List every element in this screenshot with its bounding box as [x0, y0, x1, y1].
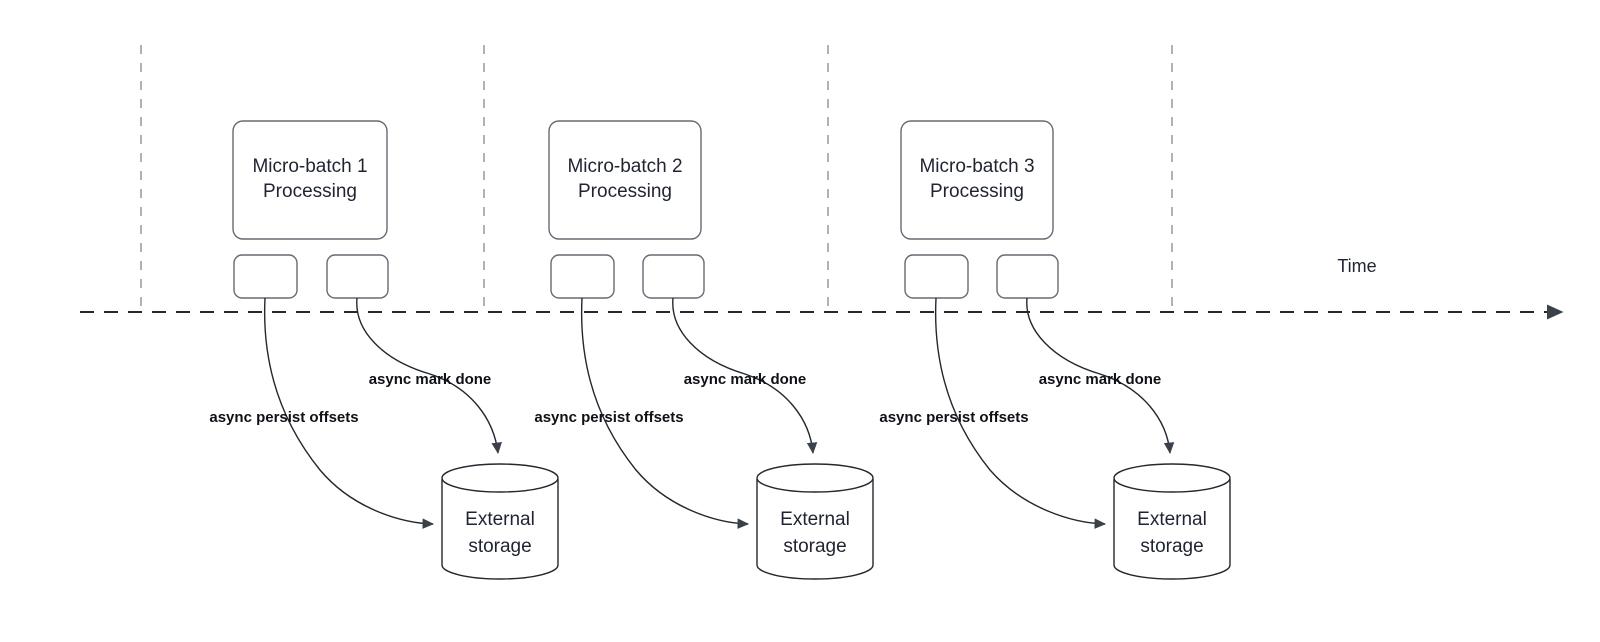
- async-mark-done-label-3: async mark done: [1039, 371, 1162, 388]
- markdone-task-box-3[interactable]: [996, 254, 1059, 299]
- process-box-rect[interactable]: [232, 120, 388, 240]
- storage-label-line1: External: [1137, 509, 1207, 530]
- async-persist-offsets-label-2: async persist offsets: [534, 409, 683, 426]
- storage-cylinder-top[interactable]: [441, 463, 559, 493]
- external-storage-1[interactable]: External storage: [441, 463, 559, 580]
- markdone-task-box-2[interactable]: [642, 254, 705, 299]
- async-mark-done-edge-1: [356, 297, 502, 455]
- timeline-axis-label: Time: [1337, 256, 1376, 276]
- persist-task-box-3[interactable]: [904, 254, 969, 299]
- async-persist-offsets-label-1: async persist offsets: [209, 409, 358, 426]
- storage-label-line2: storage: [468, 536, 531, 557]
- async-persist-offsets-label-3: async persist offsets: [879, 409, 1028, 426]
- markdone-task-box-1[interactable]: [326, 254, 389, 299]
- process-box-label-line2: Processing: [578, 181, 672, 202]
- micro-batch-3-process-box[interactable]: Micro-batch 3 Processing: [900, 120, 1054, 240]
- timeline-axis: Time: [80, 256, 1564, 320]
- process-box-rect[interactable]: [900, 120, 1054, 240]
- persist-task-box-1[interactable]: [233, 254, 298, 299]
- storage-label-line2: storage: [783, 536, 846, 557]
- external-storage-3[interactable]: External storage: [1113, 463, 1231, 580]
- process-box-label-line1: Micro-batch 3: [919, 156, 1034, 177]
- persist-task-box-2[interactable]: [550, 254, 615, 299]
- process-box-label-line2: Processing: [930, 181, 1024, 202]
- timeline-tick-lines: [140, 45, 1173, 312]
- group-1: Micro-batch 1 Processing External storag…: [209, 120, 559, 580]
- async-mark-done-edge-2: [672, 297, 818, 455]
- storage-cylinder-body[interactable]: [441, 479, 559, 580]
- process-box-label-line1: Micro-batch 1: [252, 156, 367, 177]
- storage-label-line2: storage: [1140, 536, 1203, 557]
- storage-cylinder-top[interactable]: [756, 463, 874, 493]
- process-box-label-line1: Micro-batch 2: [567, 156, 682, 177]
- process-box-rect[interactable]: [548, 120, 702, 240]
- storage-cylinder-top[interactable]: [1113, 463, 1231, 493]
- async-mark-done-label-2: async mark done: [684, 371, 807, 388]
- micro-batch-1-process-box[interactable]: Micro-batch 1 Processing: [232, 120, 388, 240]
- process-box-label-line2: Processing: [263, 181, 357, 202]
- async-mark-done-edge-3: [1026, 297, 1175, 455]
- storage-cylinder-body[interactable]: [1113, 479, 1231, 580]
- storage-cylinder-body[interactable]: [756, 479, 874, 580]
- micro-batch-2-process-box[interactable]: Micro-batch 2 Processing: [548, 120, 702, 240]
- async-persist-offsets-edge-2: [580, 297, 750, 529]
- group-2: Micro-batch 2 Processing External storag…: [534, 120, 874, 580]
- external-storage-2[interactable]: External storage: [756, 463, 874, 580]
- storage-label-line1: External: [780, 509, 850, 530]
- storage-label-line1: External: [465, 509, 535, 530]
- async-mark-done-label-1: async mark done: [369, 371, 492, 388]
- async-persist-offsets-edge-3: [934, 297, 1107, 529]
- async-persist-offsets-edge-1: [263, 297, 435, 529]
- group-3: Micro-batch 3 Processing External storag…: [879, 120, 1231, 580]
